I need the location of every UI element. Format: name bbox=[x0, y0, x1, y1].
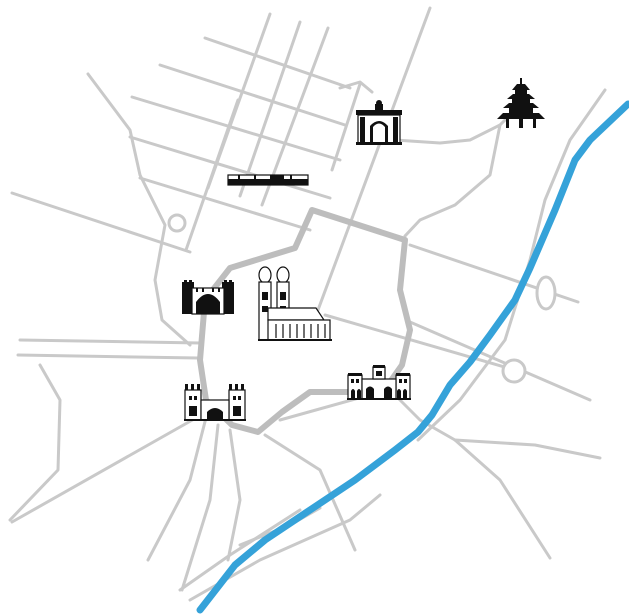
street bbox=[323, 313, 517, 372]
triumphal-arch-icon bbox=[356, 100, 402, 145]
gate-building-icon bbox=[347, 365, 411, 400]
river bbox=[196, 100, 629, 614]
twin-tower-cathedral-icon bbox=[258, 266, 332, 341]
street bbox=[408, 320, 592, 402]
street bbox=[238, 20, 302, 198]
street bbox=[226, 428, 242, 562]
street bbox=[16, 353, 200, 360]
street bbox=[180, 423, 220, 592]
street bbox=[403, 123, 502, 238]
city-gate-icon bbox=[182, 280, 234, 315]
street bbox=[8, 363, 62, 522]
street bbox=[10, 191, 192, 254]
street bbox=[158, 63, 347, 127]
street bbox=[316, 6, 432, 312]
roundabout bbox=[501, 358, 527, 384]
street bbox=[18, 338, 202, 345]
street bbox=[128, 135, 332, 200]
roundabout bbox=[535, 275, 557, 311]
street bbox=[146, 408, 210, 562]
roundabout bbox=[167, 213, 187, 233]
street bbox=[393, 393, 552, 560]
street bbox=[130, 95, 342, 162]
street bbox=[393, 108, 517, 145]
street bbox=[330, 82, 362, 172]
street bbox=[453, 438, 602, 460]
street bbox=[203, 36, 352, 90]
street bbox=[86, 72, 192, 347]
chinese-tower-pagoda-icon bbox=[497, 78, 545, 128]
twin-tower-gate-icon bbox=[184, 384, 246, 421]
street bbox=[138, 176, 312, 232]
long-modern-building-icon bbox=[227, 174, 309, 186]
street bbox=[338, 80, 374, 94]
street bbox=[178, 508, 302, 592]
street bbox=[10, 408, 212, 524]
